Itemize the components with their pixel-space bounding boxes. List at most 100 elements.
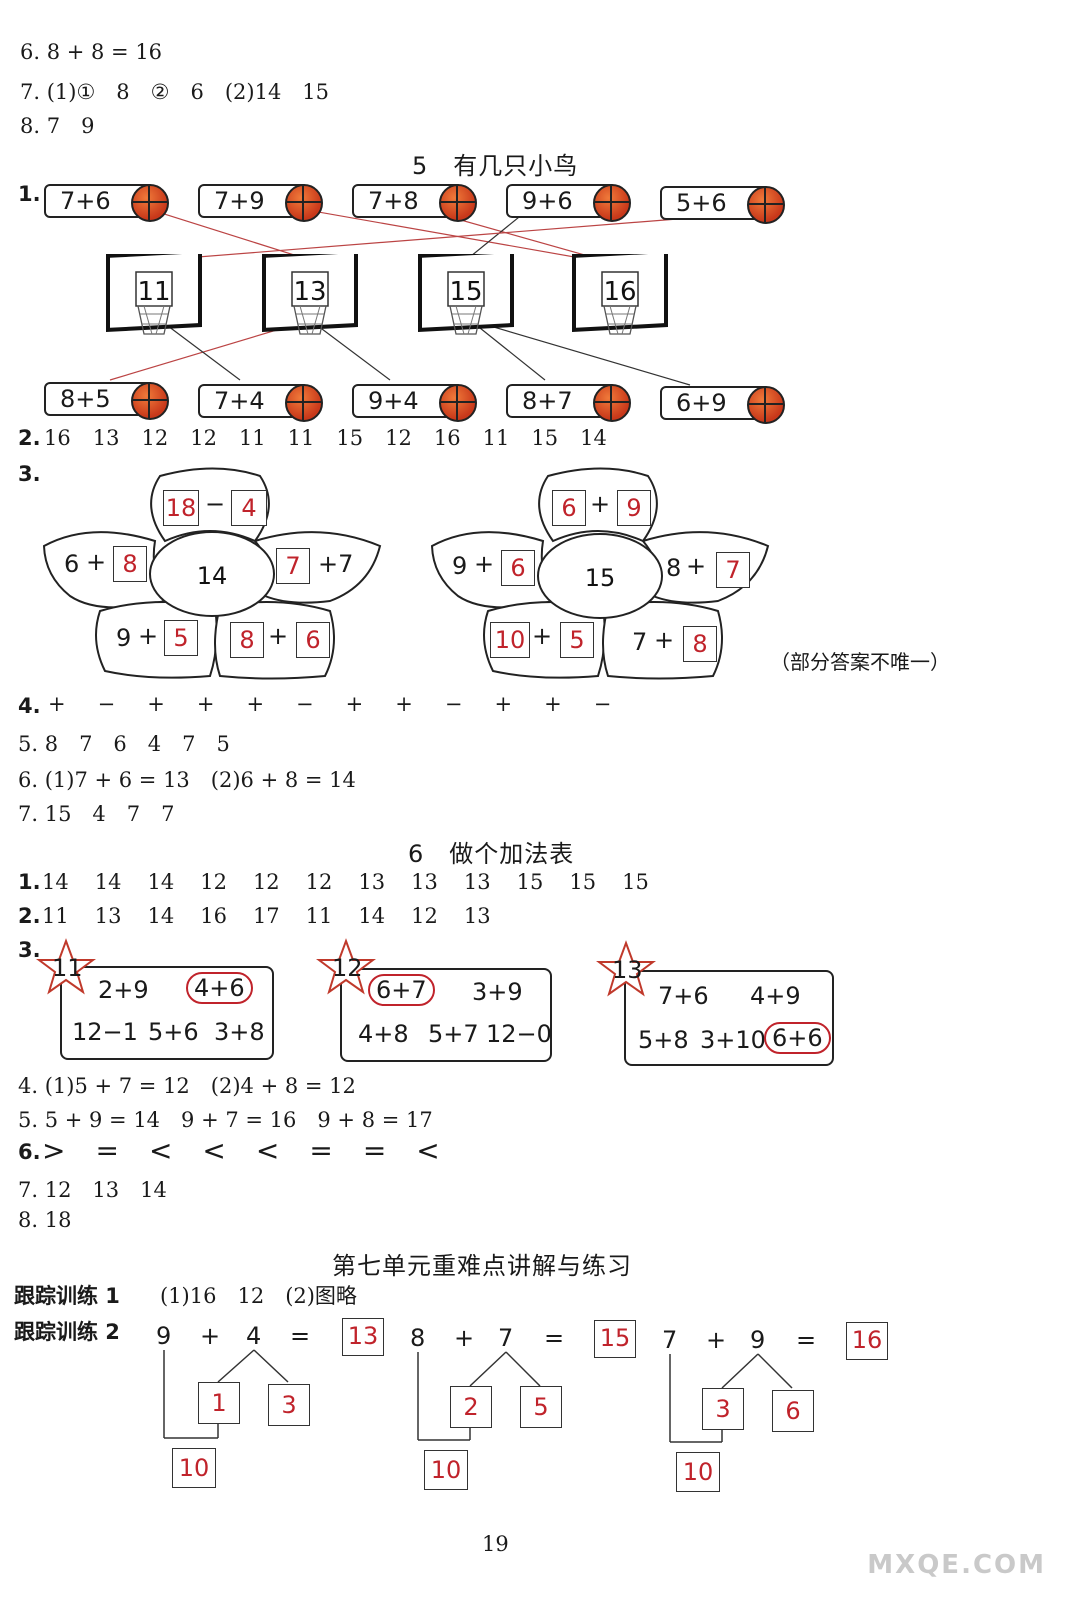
watermark-logo: MXQE.COM <box>867 1550 1046 1580</box>
training-1-answer: (1)16 12 (2)图略 <box>160 1284 357 1308</box>
s6-q1-label: 1. <box>18 870 41 894</box>
plus-sign: + <box>454 1324 475 1352</box>
flower1-br-b: 6 <box>296 622 330 658</box>
hoop-2: 13 <box>262 254 358 335</box>
training-1-label: 跟踪训练 1 <box>14 1284 120 1308</box>
expr-circled: 6+6 <box>764 1022 831 1054</box>
flower1-left-op: + <box>86 548 107 576</box>
flower1-left-b: 8 <box>113 546 147 582</box>
ball-bottom-3: 9+4 <box>352 384 477 422</box>
q3-label: 3. <box>18 462 41 486</box>
q2-label: 2. <box>18 426 41 450</box>
flower2-left-a: 9 <box>452 552 468 580</box>
star-box-1: 11 2+9 4+6 12−1 5+6 3+8 <box>36 938 276 1062</box>
q4-signs: +−+++−++−++− <box>48 692 612 716</box>
basketball-icon <box>130 382 169 420</box>
ball-top-3: 7+8 <box>352 184 477 222</box>
training-2-label: 跟踪训练 2 <box>14 1320 120 1344</box>
partial-answer-note: （部分答案不唯一） <box>770 650 950 674</box>
split-1: 2 <box>450 1386 492 1428</box>
make-ten: 10 <box>172 1448 216 1488</box>
flower2-left-op: + <box>474 550 495 578</box>
flower1-left-a: 6 <box>64 550 80 578</box>
equals-sign: = <box>544 1324 565 1352</box>
star-box-3: 13 7+6 4+9 5+8 3+10 6+6 <box>596 940 836 1066</box>
flower1-right-a: 7 <box>276 548 310 584</box>
ball-top-5: 5+6 <box>660 186 785 224</box>
star-number: 12 <box>332 954 363 982</box>
basketball-icon <box>592 184 631 222</box>
addend-a: 8 <box>410 1324 426 1352</box>
hoop-number: 16 <box>603 277 636 307</box>
basketball-icon <box>438 184 477 222</box>
expr: 3+9 <box>472 978 523 1006</box>
expr-circled: 4+6 <box>186 972 253 1004</box>
hoop-1: 11 <box>106 254 202 335</box>
flower2-br-a: 7 <box>632 628 648 656</box>
sum-answer: 15 <box>594 1320 636 1358</box>
expr: 5+6 <box>148 1018 199 1046</box>
q1-label: 1. <box>18 182 41 206</box>
flower1-top-op: − <box>205 490 226 518</box>
flower1-right-op: +7 <box>318 550 354 578</box>
ball-bottom-4: 8+7 <box>506 384 631 422</box>
q7-line: 7. 15 4 7 7 <box>18 802 175 826</box>
basketball-icon <box>438 384 477 422</box>
split-2: 5 <box>520 1386 562 1428</box>
q4-label: 4. <box>18 694 41 718</box>
flower-2-center: 15 <box>585 564 616 592</box>
expr: 12−0 <box>486 1020 552 1048</box>
star-icon <box>36 938 96 995</box>
decomposition-lines <box>417 1351 541 1441</box>
ball-bottom-5: 6+9 <box>660 386 785 424</box>
section-7-title: 第七单元重难点讲解与练习 <box>332 1252 632 1280</box>
flower1-bl-op: + <box>138 622 159 650</box>
hoop-number: 15 <box>449 277 482 307</box>
basketball-match-lines <box>109 199 691 386</box>
s6-q5-line: 5. 5 + 9 = 14 9 + 7 = 16 9 + 8 = 17 <box>18 1108 433 1132</box>
expr: 4+9 <box>750 982 801 1010</box>
split-1: 3 <box>702 1388 744 1430</box>
ball-bottom-1: 8+5 <box>44 382 169 420</box>
flower2-top-b: 9 <box>617 490 651 526</box>
star-box-2: 12 6+7 3+9 4+8 5+7 12−0 <box>316 938 556 1062</box>
s6-q7-line: 7. 12 13 14 <box>18 1178 167 1202</box>
flower2-bl-op: + <box>532 622 553 650</box>
flower2-right-op: + <box>686 552 707 580</box>
flower1-bl-b: 5 <box>164 620 198 656</box>
addend-a: 7 <box>662 1326 678 1354</box>
plus-sign: + <box>200 1322 221 1350</box>
s6-q8-line: 8. 18 <box>18 1208 72 1232</box>
section-5-title: 5 有几只小鸟 <box>412 152 579 180</box>
hoop-4: 16 <box>572 254 668 335</box>
flower2-br-op: + <box>654 626 675 654</box>
addend-a: 9 <box>156 1322 172 1350</box>
expr: 7+6 <box>658 982 709 1010</box>
s6-q3-label: 3. <box>18 938 41 962</box>
expr: 5+7 <box>428 1020 479 1048</box>
expr: 2+9 <box>98 976 149 1004</box>
flower2-top-op: + <box>590 490 611 518</box>
flower2-right-a: 8 <box>666 554 682 582</box>
make-ten: 10 <box>424 1450 468 1490</box>
basketball-icon <box>284 384 323 422</box>
hoop-3: 15 <box>418 254 514 335</box>
decomposition-problem-3: 7 + 9 = 16 3 6 10 <box>656 1320 896 1500</box>
sum-answer: 13 <box>342 1318 384 1356</box>
equals-sign: = <box>290 1322 311 1350</box>
addend-b: 7 <box>498 1324 514 1352</box>
flower1-bl-a: 9 <box>116 624 132 652</box>
addend-b: 4 <box>246 1322 262 1350</box>
basketball-icon <box>592 384 631 422</box>
flower1-top-b: 4 <box>231 490 267 526</box>
decomposition-problem-1: 9 + 4 = 13 1 3 10 <box>150 1316 390 1496</box>
flower-1-center: 14 <box>197 562 228 590</box>
ball-top-1: 7+6 <box>44 184 169 222</box>
flower1-br-a: 8 <box>230 622 264 658</box>
hoop-number: 11 <box>137 277 170 307</box>
flower1-br-op: + <box>268 622 289 650</box>
ball-bottom-2: 7+4 <box>198 384 323 422</box>
basketball-icon <box>746 386 785 424</box>
split-1: 1 <box>198 1382 240 1424</box>
